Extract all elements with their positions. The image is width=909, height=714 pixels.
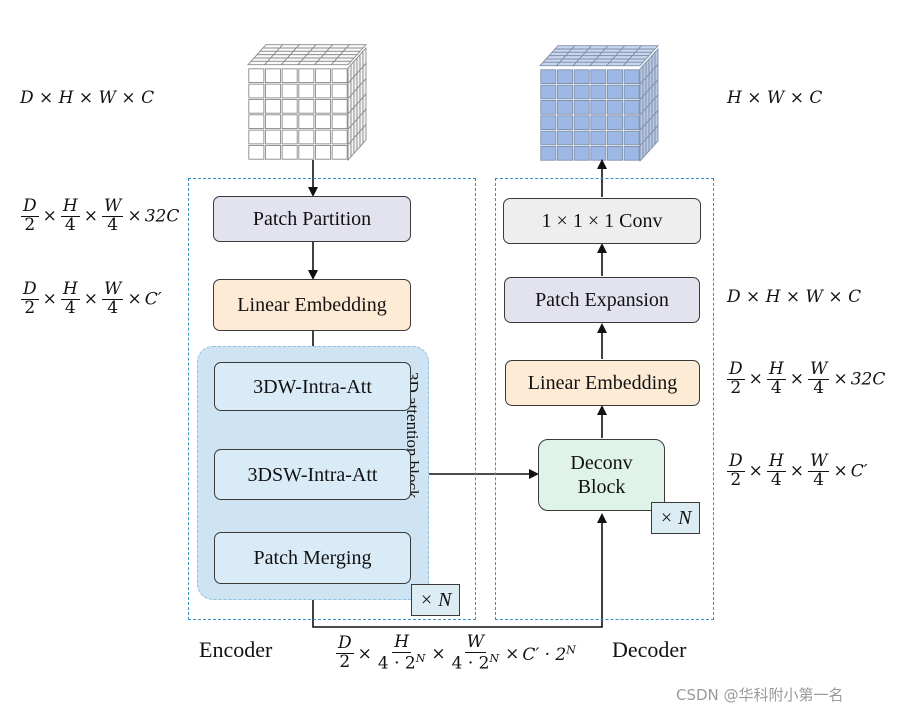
watermark: CSDN @华科附小第一名: [676, 686, 844, 704]
deconv-label-line1: Deconv: [570, 452, 633, 474]
patch-expansion-box[interactable]: Patch Expansion: [504, 277, 700, 323]
bottleneck-sup-w: N: [489, 651, 500, 665]
encoder-frame: [188, 178, 476, 620]
input-volume-cube: [246, 44, 368, 162]
decoder-repeat-label: × N: [659, 506, 692, 529]
bottleneck-path: [312, 513, 607, 628]
encoder-caption: Encoder: [199, 637, 273, 662]
decoder-frame: [495, 178, 714, 620]
decoder-repeat-badge: × N: [651, 502, 700, 534]
decoder-linear-embedding-box[interactable]: Linear Embedding: [505, 360, 700, 406]
dim-embedding-channels: C′: [144, 289, 162, 310]
3dsw-intra-att-box[interactable]: 3DSW-Intra-Att: [214, 449, 411, 500]
3dw-intra-att-box[interactable]: 3DW-Intra-Att: [214, 362, 411, 411]
decoder-caption: Decoder: [612, 637, 687, 662]
encoder-repeat-label: × N: [419, 588, 452, 611]
dim-deconv-channels: C′: [850, 461, 868, 482]
output-volume-cube: [538, 45, 660, 163]
bottleneck-den-w: 4 · 2: [451, 653, 490, 674]
bottleneck-tail: C′ · 2: [522, 644, 567, 665]
dim-expansion-label: D × H × W × C: [727, 287, 862, 307]
patch-merging-box[interactable]: Patch Merging: [214, 532, 411, 584]
dim-output-label: H × W × C: [727, 88, 823, 108]
conv-box[interactable]: 1 × 1 × 1 Conv: [503, 198, 701, 244]
encoder-linear-embedding-box[interactable]: Linear Embedding: [213, 279, 411, 331]
bottleneck-sup-h: N: [415, 651, 426, 665]
dim-partition-channels: 32C: [144, 206, 180, 227]
dim-decoder-embedding-channels: 32C: [850, 369, 886, 390]
deconv-block-box[interactable]: Deconv Block: [538, 439, 665, 511]
encoder-repeat-badge: × N: [411, 584, 460, 616]
bottleneck-sup-tail: N: [566, 642, 576, 656]
dim-input-label: D × H × W × C: [20, 88, 155, 108]
deconv-label-line2: Block: [577, 476, 626, 498]
bottleneck-den-h: 4 · 2: [377, 653, 416, 674]
patch-partition-box[interactable]: Patch Partition: [213, 196, 411, 242]
